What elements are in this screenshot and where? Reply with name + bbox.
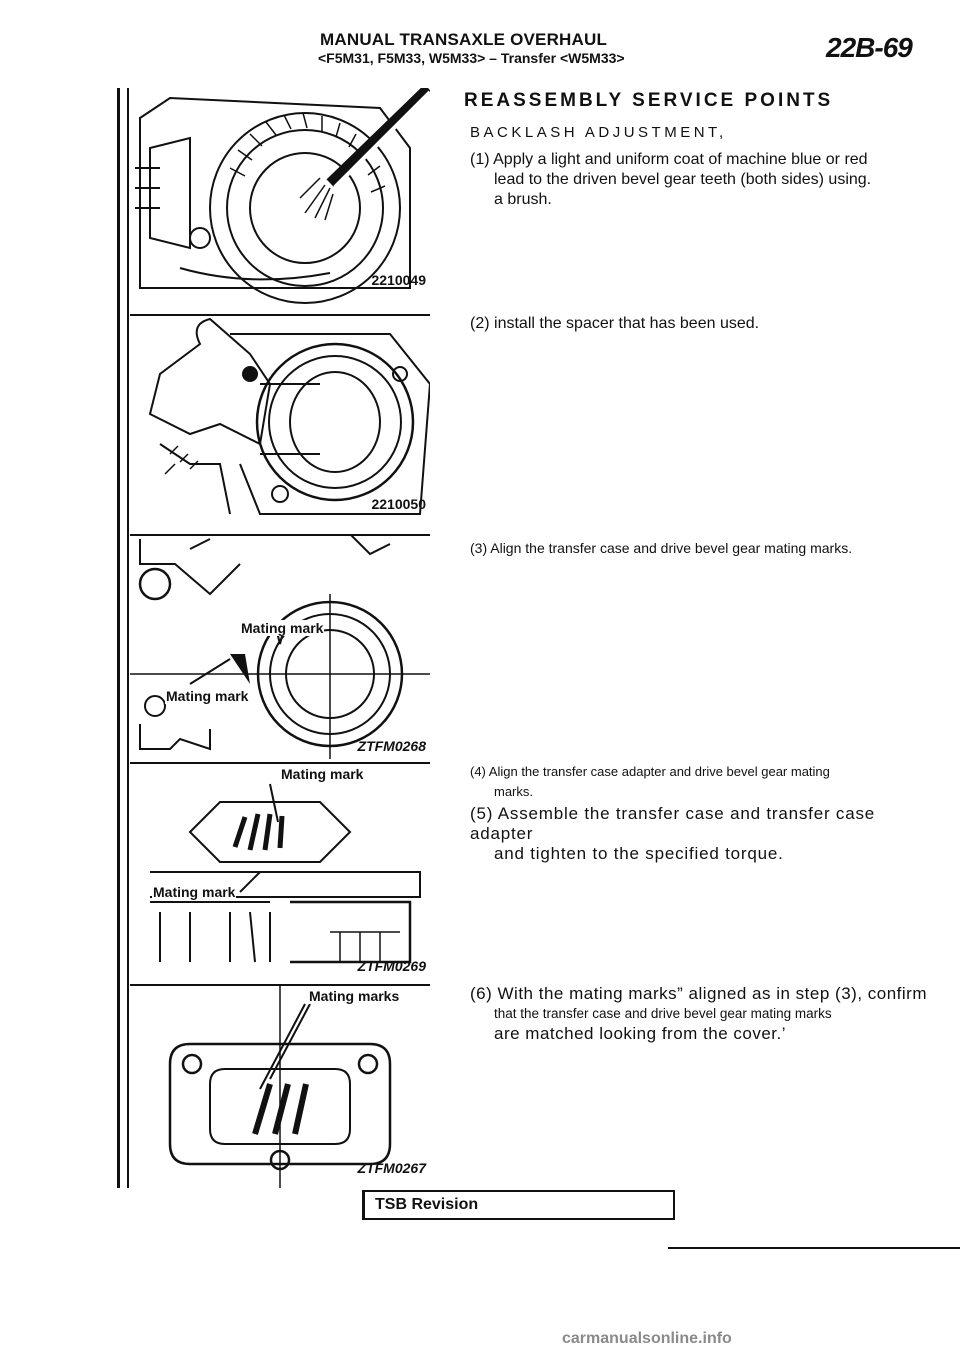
step-text: are matched looking from the cover.’ [494, 1024, 787, 1043]
page-number: 22B-69 [826, 32, 913, 63]
step-text: Align the transfer case adapter and driv… [488, 764, 830, 779]
spacer-illustration [148, 317, 430, 515]
figure-code: ZTFM0269 [357, 958, 426, 974]
step-text: lead to the driven bevel gear teeth (bot… [494, 171, 872, 188]
step-6: (6) With the mating marks” aligned as in… [470, 984, 940, 1044]
adapter-mating-marks-illustration [150, 783, 421, 964]
manual-section-title: MANUAL TRANSAXLE OVERHAUL [320, 30, 608, 49]
figure-column: 2210049 2210050 [117, 88, 430, 1188]
mating-marks-callout: Mating marks [308, 988, 401, 1004]
footer-rule [668, 1247, 960, 1249]
step-number: (2) [470, 315, 490, 332]
gear-brush-illustration [135, 88, 430, 304]
mating-mark-callout: Mating mark [240, 620, 325, 636]
figure-code: ZTFM0268 [357, 738, 426, 754]
step-number: (4) [470, 764, 486, 779]
step-number: (1) [470, 151, 490, 168]
step-text: Assemble the transfer case and transfer … [470, 804, 876, 843]
step-text: that the transfer case and drive bevel g… [494, 1006, 832, 1021]
step-text: marks. [494, 784, 533, 799]
mating-mark-callout: Mating mark [165, 688, 250, 704]
figure-brush-on-gear: 2210049 [130, 88, 430, 316]
step-4: (4) Align the transfer case adapter and … [470, 762, 940, 802]
step-text: install the spacer that has been used. [494, 315, 760, 332]
mating-mark-callout: Mating mark [152, 884, 237, 900]
figure-mating-marks-adapter: Mating mark Mating mark ZTFM0269 [130, 762, 430, 986]
step-text: Align the transfer case and drive bevel … [490, 540, 853, 556]
step-text: and tighten to the specified torque. [494, 844, 784, 863]
figure-code: 2210049 [371, 272, 426, 288]
section-heading: REASSEMBLY SERVICE POINTS [464, 90, 834, 111]
figure-code: ZTFM0267 [357, 1160, 426, 1176]
divider-line [127, 88, 129, 1188]
applicable-models: <F5M31, F5M33, W5M33> – Transfer <W5M33> [318, 50, 625, 66]
case-mating-marks-illustration [130, 534, 430, 759]
figure-mating-marks-case: Mating mark Mating mark ZTFM0268 [130, 534, 430, 764]
step-number: (3) [470, 540, 488, 556]
step-5: (5) Assemble the transfer case and trans… [470, 804, 940, 864]
sub-heading: BACKLASH ADJUSTMENT, [470, 124, 727, 141]
step-text: With the mating marks” aligned as in ste… [497, 984, 927, 1003]
step-text: a brush. [494, 191, 552, 208]
step-number: (5) [470, 804, 494, 823]
mating-mark-callout: Mating mark [280, 766, 365, 782]
step-number: (6) [470, 984, 493, 1003]
site-watermark: carmanualsonline.info [562, 1330, 732, 1347]
figure-mating-marks-cover: Mating marks ZTFM0267 [130, 984, 430, 1188]
cover-mating-marks-illustration [168, 984, 392, 1188]
step-3: (3) Align the transfer case and drive be… [470, 538, 940, 558]
step-text: Apply a light and uniform coat of machin… [493, 151, 868, 168]
figure-spacer-install: 2210050 [130, 314, 430, 536]
figure-code: 2210050 [371, 496, 426, 512]
step-1: (1) Apply a light and uniform coat of ma… [470, 150, 940, 210]
tsb-revision-box: TSB Revision [362, 1190, 675, 1220]
step-2: (2) install the spacer that has been use… [470, 314, 940, 334]
tsb-revision-label: TSB Revision [375, 1196, 479, 1213]
